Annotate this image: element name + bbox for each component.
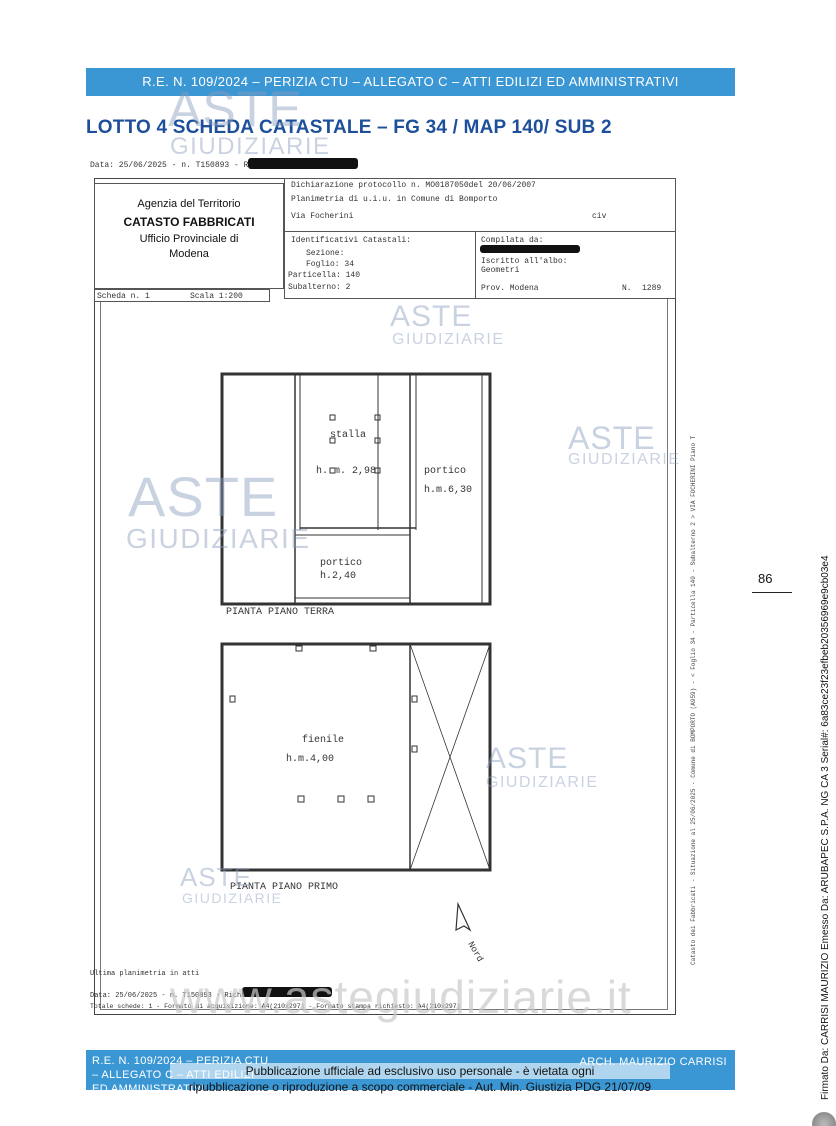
sezione-text: Sezione: [306, 249, 345, 258]
corner-seal-icon [812, 1112, 836, 1126]
portico-right-label: portico [424, 466, 467, 477]
watermark-aste: ASTE [568, 420, 656, 456]
redaction-bar [480, 245, 580, 253]
watermark-giudiziarie: GIUDIZIARIE [170, 133, 331, 160]
watermark-giudiziarie: GIUDIZIARIE [568, 451, 681, 468]
floor-plan-drawing [220, 372, 492, 872]
agency-city: Modena [169, 248, 209, 260]
address-text: Via Focherini [291, 212, 354, 221]
protocol-text: Dichiarazione protocollo n. MO0187050del… [291, 181, 536, 190]
table-divider [475, 231, 476, 299]
prov-text: Prov. Modena [481, 284, 539, 293]
watermark-giudiziarie: GIUDIZIARIE [126, 523, 311, 554]
header-banner: R.E. N. 109/2024 – PERIZIA CTU – ALLEGAT… [86, 68, 735, 96]
watermark-aste: ASTE [390, 300, 473, 333]
portico-bottom-label: portico [320, 558, 363, 569]
digital-signature: Firmato Da: CARRISI MAURIZIO Emesso Da: … [820, 555, 831, 1100]
redaction-bar [242, 987, 332, 997]
redaction-bar [248, 158, 358, 169]
north-arrow-icon [455, 901, 472, 932]
watermark-giudiziarie: GIUDIZIARIE [486, 774, 599, 791]
agency-catasto: CATASTO FABBRICATI [123, 215, 255, 229]
watermark-site: www.astegiudiziarie.it [170, 971, 632, 1023]
watermark-aste: ASTE [128, 465, 279, 528]
foglio-text: Foglio: 34 [306, 260, 355, 269]
portico-right-height: h.m.6,30 [424, 485, 473, 496]
watermark-aste: ASTE [180, 862, 252, 892]
watermark-giudiziarie: GIUDIZIARIE [392, 331, 505, 348]
last-plan-text: Ultima planimetria in atti [90, 970, 200, 978]
page-number: 86 [758, 571, 773, 586]
agency-line: Agenzia del Territorio [137, 198, 241, 210]
planimetria-text: Planimetria di u.i.u. in Comune di Bompo… [291, 195, 498, 204]
footer-totale-text: Totale schede: 1 - Formato di acquisizio… [90, 1003, 461, 1010]
watermark-aste: ASTE [168, 81, 303, 137]
header-table [284, 178, 676, 299]
date-line: Data: 25/06/2025 - n. T150893 - Richiede… [90, 161, 302, 170]
particella-text: Particella: 140 [288, 271, 361, 280]
agency-office: Ufficio Provinciale di [139, 233, 239, 245]
agency-box: Agenzia del Territorio CATASTO FABBRICAT… [94, 183, 284, 289]
table-divider [284, 231, 676, 232]
subalterno-text: Subalterno: 2 [288, 283, 351, 292]
ground-floor-label: PIANTA PIANO TERRA [226, 607, 335, 618]
notice-line-2: ripubblicazione o riproduzione a scopo c… [188, 1080, 652, 1094]
civic-text: civ [592, 212, 607, 221]
iscritto-text: Iscritto all'albo: [481, 257, 568, 266]
geometri-text: Geometri [481, 266, 520, 275]
ident-label: Identificativi Catastali: [291, 236, 412, 245]
watermark-giudiziarie: GIUDIZIARIE [182, 890, 283, 906]
scheda-text: Scheda n. 1 [97, 292, 150, 301]
page-title: LOTTO 4 SCHEDA CATASTALE – FG 34 / MAP 1… [86, 117, 612, 138]
watermark-aste: ASTE [486, 742, 569, 775]
notice-line-1: Pubblicazione ufficiale ad esclusivo uso… [170, 1063, 670, 1079]
portico-bottom-height: h.2,40 [320, 571, 357, 582]
n-label: N. [622, 284, 632, 293]
scheda-box [94, 289, 270, 302]
fienile-height: h.m.4,00 [286, 754, 335, 765]
first-floor-outline [220, 642, 492, 872]
fienile-label: fienile [302, 735, 345, 746]
side-annotation: Catasto dei Fabbricati - Situazione al 2… [690, 435, 697, 965]
publication-notice: Pubblicazione ufficiale ad esclusivo uso… [170, 1063, 670, 1095]
page-number-rule [752, 592, 792, 593]
compilata-text: Compilata da: [481, 236, 544, 245]
scala-text: Scala 1:200 [190, 292, 243, 301]
stalla-height: h. m. 2,98 [316, 466, 377, 477]
n-value: 1289 [642, 284, 662, 293]
footer-date-line: Data: 25/06/2025 - n. T150893 - Richiede… [90, 992, 275, 1000]
first-floor-label: PIANTA PIANO PRIMO [230, 882, 339, 893]
ground-floor-outline [220, 372, 492, 606]
stalla-label: stalla [330, 430, 367, 441]
